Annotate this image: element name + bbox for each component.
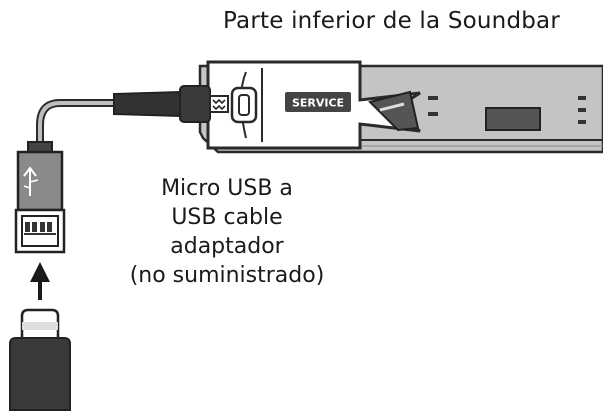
cable-caption-line-4: (no suministrado)	[129, 263, 325, 288]
cable-caption-line-2: USB cable	[171, 205, 283, 230]
micro-usb-plug	[113, 85, 229, 123]
cable-outline	[36, 99, 115, 142]
cable-caption-line-3: adaptador	[170, 234, 284, 259]
cable-caption: Micro USB a USB cable adaptador (no sumi…	[92, 174, 362, 290]
diagram-title-text: Parte inferior de la Soundbar	[223, 8, 560, 34]
service-label-bg	[285, 92, 351, 112]
usb-a-adapter	[14, 141, 66, 254]
arrow-up-icon	[30, 262, 50, 300]
service-port-callout: SERVICE	[206, 60, 421, 150]
cable-caption-line-1: Micro USB a	[161, 176, 293, 201]
cable	[38, 101, 115, 142]
usb-a-plug	[9, 308, 71, 411]
soundbar-slot	[485, 107, 541, 131]
service-label: SERVICE	[292, 97, 344, 110]
diagram-title: Parte inferior de la Soundbar	[0, 8, 603, 34]
